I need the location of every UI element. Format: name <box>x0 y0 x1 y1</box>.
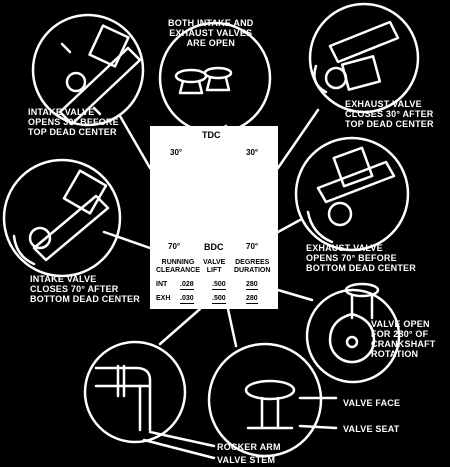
valve-timing-panel: TDC 30° 30° 70° BDC 70° RUNNING CLEARANC… <box>150 126 278 309</box>
engine-illustration-intake-closes <box>2 158 122 278</box>
camshaft-illustration <box>305 282 401 384</box>
table-cell-lift: .500 <box>212 295 226 304</box>
label-exhaust-opens: EXHAUST VALVE OPENS 70° BEFORE BOTTOM DE… <box>306 243 416 273</box>
angle-label-top-right: 30° <box>246 148 259 157</box>
engine-illustration-exhaust-opens <box>294 136 410 252</box>
label-valve-seat: VALVE SEAT <box>343 424 400 434</box>
leader-line <box>276 108 320 170</box>
engine-illustration-exhaust-closes <box>308 2 420 114</box>
label-rocker-arm: ROCKER ARM <box>217 442 281 452</box>
leader-line <box>102 230 152 250</box>
table-cell-duration: 280 <box>246 281 258 290</box>
angle-label-top-left: 30° <box>170 148 183 157</box>
table-row-name: INT <box>156 281 168 288</box>
leader-line <box>158 307 202 346</box>
label-intake-opens: INTAKE VALVE OPENS 30° BEFORE TOP DEAD C… <box>28 107 119 137</box>
leader-line <box>226 307 238 348</box>
table-row-name: EXH <box>156 295 171 302</box>
leader-line <box>276 288 314 302</box>
table-header-lift: VALVE LIFT <box>203 259 226 274</box>
angle-label-bottom-right: 70° <box>246 242 259 251</box>
leader-line <box>142 438 216 460</box>
label-valve-face: VALVE FACE <box>343 398 401 408</box>
table-header-duration: DEGREES DURATION <box>234 259 271 274</box>
single-valve-illustration <box>207 342 323 458</box>
leader-line <box>148 430 216 448</box>
tdc-label: TDC <box>202 130 221 140</box>
table-cell-lift: .500 <box>212 281 226 290</box>
label-exhaust-closes: EXHAUST VALVE CLOSES 30° AFTER TOP DEAD … <box>345 99 434 129</box>
table-cell-clearance: .030 <box>180 295 194 304</box>
leader-line <box>118 114 152 170</box>
leader-line <box>276 218 302 234</box>
table-cell-duration: 280 <box>246 295 258 304</box>
table-cell-clearance: .028 <box>180 281 194 290</box>
label-valve-open-duration: VALVE OPEN FOR 280° OF CRANKSHAFT ROTATI… <box>371 319 436 359</box>
engine-illustration-intake-opens <box>31 13 145 127</box>
label-intake-closes: INTAKE VALVE CLOSES 70° AFTER BOTTOM DEA… <box>30 274 140 304</box>
table-header-clearance: RUNNING CLEARANCE <box>156 259 200 274</box>
rocker-arm-illustration <box>83 340 187 444</box>
bdc-label: BDC <box>204 242 224 252</box>
label-valve-stem: VALVE STEM <box>217 455 276 465</box>
label-both-valves-open: BOTH INTAKE AND EXHAUST VALVES ARE OPEN <box>168 18 254 48</box>
angle-label-bottom-left: 70° <box>168 242 181 251</box>
leader-line <box>298 424 338 430</box>
